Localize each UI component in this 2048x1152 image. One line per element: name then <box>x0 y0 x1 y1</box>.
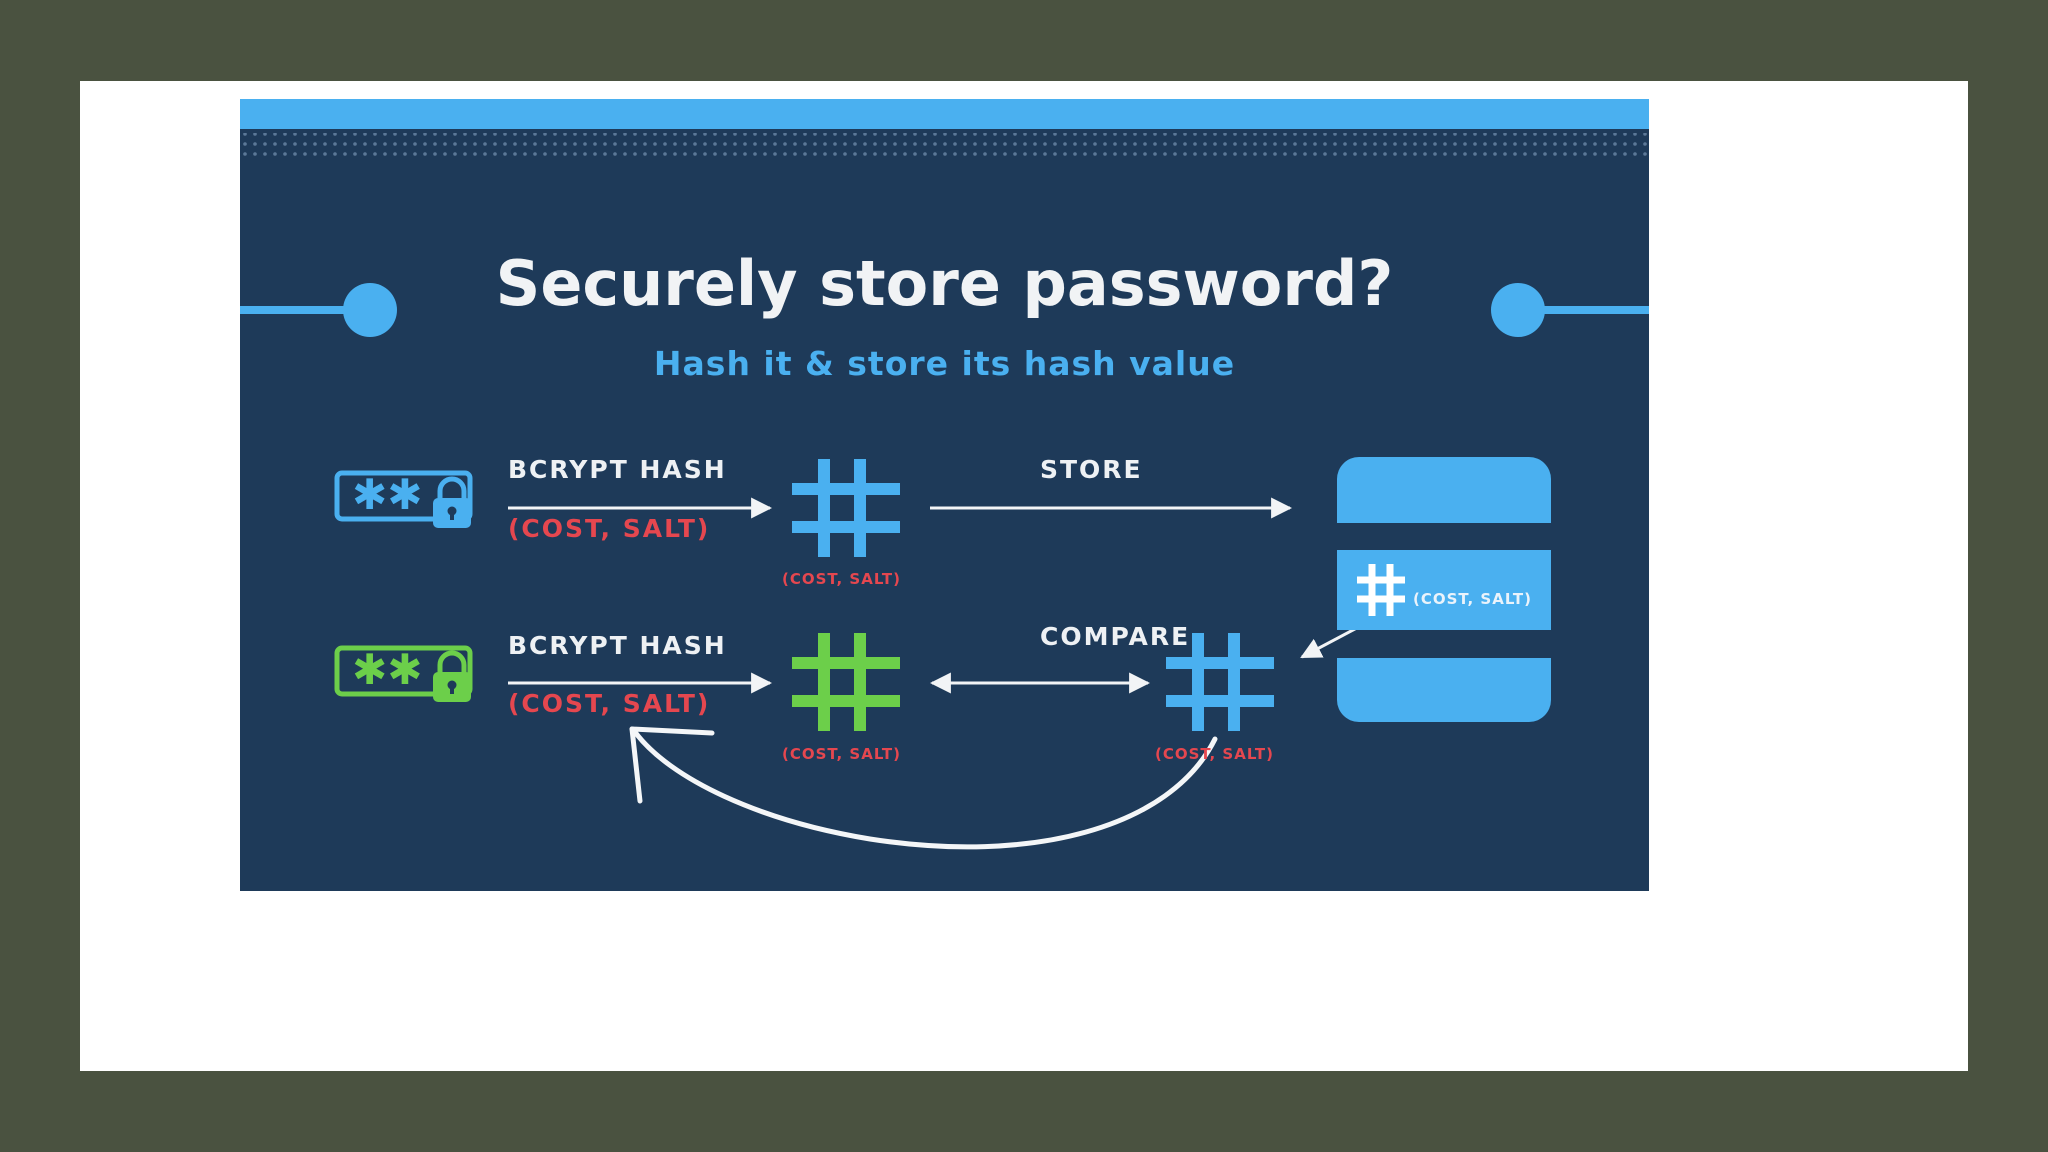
hash-caption: (COST, SALT) <box>1155 745 1275 763</box>
diagram-slide: ✱✱ ✱✱ <box>240 99 1649 891</box>
bcrypt-hash-label: BCRYPT HASH <box>508 631 727 660</box>
page-title: Securely store password? <box>495 247 1394 320</box>
diagram-graphics: ✱✱ ✱✱ <box>240 99 1649 891</box>
page-subtitle: Hash it & store its hash value <box>653 344 1236 383</box>
database-record-caption: (COST, SALT) <box>1413 590 1533 608</box>
svg-text:✱✱: ✱✱ <box>352 645 422 694</box>
dotted-strip <box>240 133 1649 159</box>
password-lock-icon: ✱✱ <box>334 645 473 702</box>
feedback-curve-arrow <box>629 726 1218 850</box>
cost-salt-label: (COST, SALT) <box>508 689 711 718</box>
database-icon <box>1337 457 1551 722</box>
hash-icon <box>1166 633 1274 731</box>
right-connector-decoration <box>1491 283 1649 337</box>
store-label: STORE <box>1040 455 1143 484</box>
top-accent-bar <box>240 99 1649 129</box>
left-connector-decoration <box>240 283 397 337</box>
hash-icon <box>792 459 900 557</box>
compare-label: COMPARE <box>1040 622 1191 651</box>
hash-icon <box>792 633 900 731</box>
bcrypt-hash-label: BCRYPT HASH <box>508 455 727 484</box>
password-lock-icon: ✱✱ <box>334 470 473 528</box>
svg-text:✱✱: ✱✱ <box>352 470 422 519</box>
hash-caption: (COST, SALT) <box>782 745 902 763</box>
cost-salt-label: (COST, SALT) <box>508 514 711 543</box>
hash-caption: (COST, SALT) <box>782 570 902 588</box>
